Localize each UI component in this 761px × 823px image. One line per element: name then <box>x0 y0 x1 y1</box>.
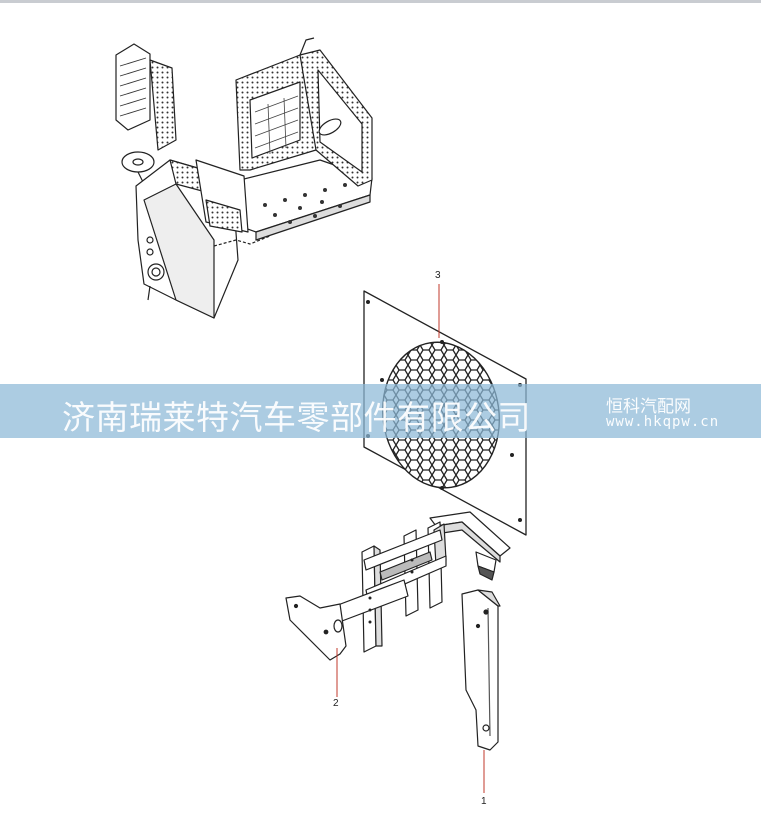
callout-2: 2 <box>333 698 339 709</box>
watermark-company-name: 济南瑞莱特汽车零部件有限公司 <box>62 398 531 437</box>
callout-1: 1 <box>481 796 487 807</box>
watermark-site-name: 恒科汽配网 <box>606 397 691 417</box>
watermark-site-url: www.hkqpw.cn <box>606 414 720 430</box>
leader-lines <box>336 284 485 793</box>
callout-3: 3 <box>435 270 441 281</box>
watermark-banner <box>0 384 761 438</box>
part-2-mounting-bracket <box>285 511 511 661</box>
top-rule <box>0 0 761 3</box>
part-1-side-bracket <box>461 589 501 751</box>
cab-frame-assembly <box>115 37 373 319</box>
